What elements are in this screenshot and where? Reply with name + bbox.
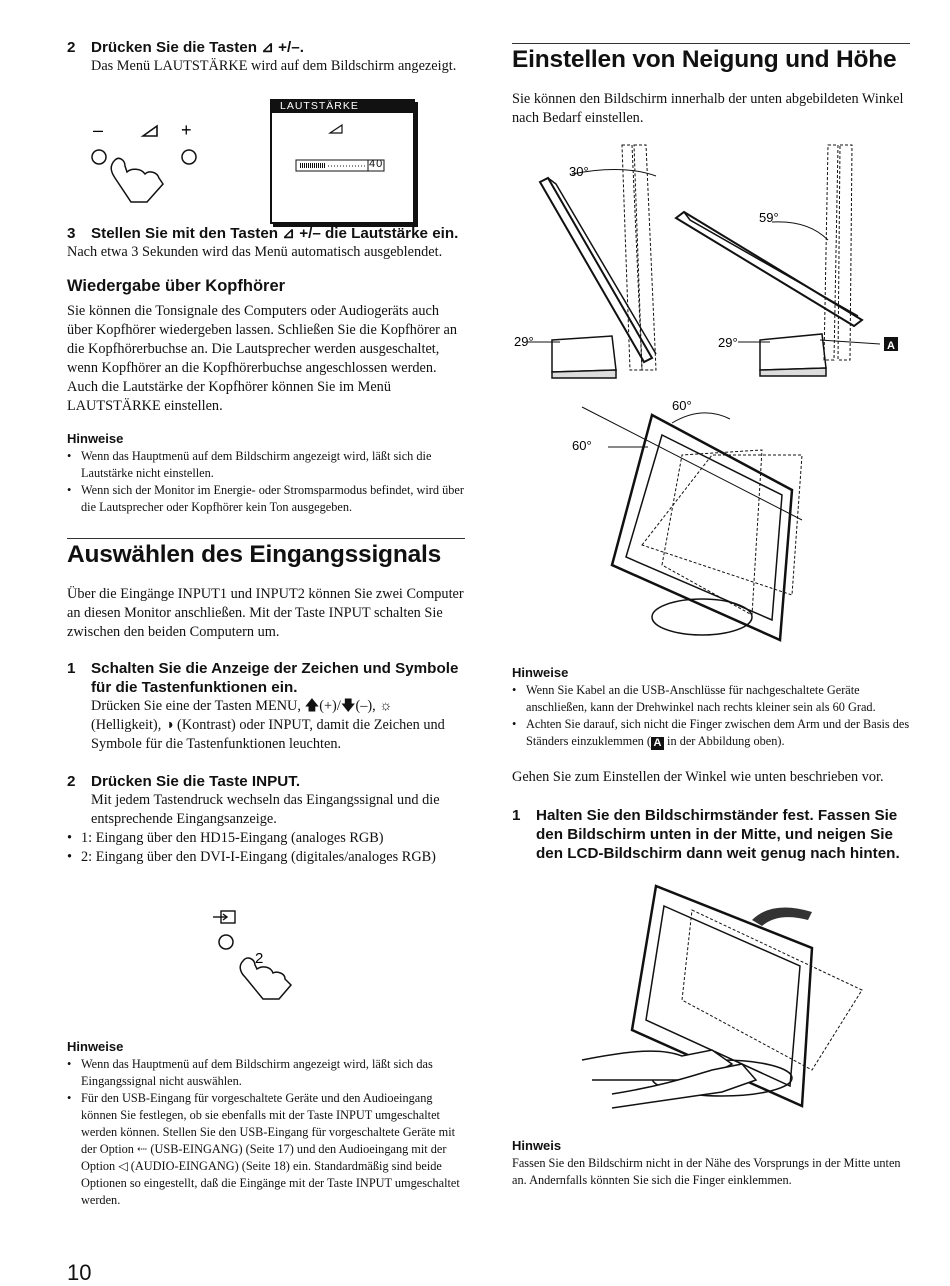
notes-heading: Hinweise <box>67 1039 124 1054</box>
hinweis-text: Fassen Sie den Bildschirm nicht in der N… <box>512 1156 901 1187</box>
input-section: Auswählen des Eingangssignals Über die E… <box>67 541 465 642</box>
section-heading: Auswählen des Eingangssignals <box>67 541 442 568</box>
input-button-illustration: 2 <box>213 910 293 1000</box>
volume-icon <box>328 123 343 134</box>
volume-buttons-illustration: – + <box>91 120 197 203</box>
osd-volume-menu: LAUTSTÄRKE 40 <box>270 99 415 224</box>
section-divider <box>67 538 465 539</box>
input-option: 1: Eingang über den HD15-Eingang (analog… <box>67 829 465 848</box>
notes-volume: Hinweise Wenn das Hauptmenü auf dem Bild… <box>67 431 465 516</box>
marker-a <box>884 337 898 351</box>
step-number: 2 <box>67 39 76 56</box>
note-item: Achten Sie darauf, sich nicht die Finger… <box>512 716 910 750</box>
notes-tilt: Hinweise Wenn Sie Kabel an die USB-Ansch… <box>512 665 910 750</box>
input-icon <box>213 910 236 924</box>
down-arrow-icon: 🡇 <box>340 698 356 714</box>
section-heading: Einstellen von Neigung und Höhe <box>512 46 897 73</box>
page-number: 10 <box>67 1260 92 1285</box>
volume-bar-fill <box>300 163 326 168</box>
swivel-angle-label: 60° <box>672 398 692 413</box>
tilt-angle-label: 30° <box>569 164 589 179</box>
marker-a-label: A <box>887 340 895 352</box>
step-volume-press: 2 Drücken Sie die Tasten ⊿ +/–. Das Menü… <box>67 38 465 76</box>
marker-a: A <box>650 737 664 750</box>
input-option: 2: Eingang über den DVI-I-Eingang (digit… <box>67 848 465 867</box>
step-title: Drücken Sie die Tasten ⊿ +/–. <box>91 39 304 56</box>
note-item: Wenn Sie Kabel an die USB-Anschlüsse für… <box>512 682 910 716</box>
step-text: Drücken Sie eine der Tasten MENU, 🡅(+)/🡇… <box>91 698 445 752</box>
step-number: 1 <box>67 660 76 677</box>
swivel-angle-label: 60° <box>572 438 592 453</box>
step-title: Schalten Sie die Anzeige der Zeichen und… <box>91 660 459 696</box>
swivel-angle-figure: 60° 60° <box>572 398 803 642</box>
step-text: Das Menü LAUTSTÄRKE wird auf dem Bildsch… <box>91 58 457 74</box>
section-heading: Wiedergabe über Kopfhörer <box>67 277 286 295</box>
tilt-angle-label: 59° <box>759 210 779 225</box>
volume-value: 40 <box>369 158 384 170</box>
input-button <box>218 934 234 950</box>
step-number: 1 <box>512 807 521 824</box>
tilt-hands-figure <box>581 884 863 1109</box>
step-volume-adjust: 3 Stellen Sie mit den Tasten ⊿ +/– die L… <box>67 224 465 262</box>
notes-heading: Hinweis <box>512 1138 562 1153</box>
plus-label: + <box>181 120 192 140</box>
up-arrow-icon: 🡅 <box>304 698 320 714</box>
minus-label: – <box>93 120 103 140</box>
osd-title: LAUTSTÄRKE <box>272 99 413 113</box>
volume-icon <box>140 124 158 137</box>
osd-content <box>295 123 385 172</box>
hand-pointer-icon <box>110 157 164 203</box>
notes-heading: Hinweise <box>67 431 124 446</box>
step-number: 3 <box>67 225 76 242</box>
note-item: Wenn das Hauptmenü auf dem Bildschirm an… <box>67 448 465 482</box>
section-intro: Sie können den Bildschirm innerhalb der … <box>512 91 904 126</box>
section-divider <box>512 43 910 44</box>
base-angle-label: 29° <box>514 334 534 349</box>
step-title: Drücken Sie die Taste INPUT. <box>91 773 301 790</box>
note-item: Wenn das Hauptmenü auf dem Bildschirm an… <box>67 1056 465 1090</box>
tilt-angle-figure: 30° 59° 29° 29° A <box>514 144 898 379</box>
hinweis-fingers: Hinweis Fassen Sie den Bildschirm nicht … <box>512 1138 910 1189</box>
notes-heading: Hinweise <box>512 665 569 680</box>
note-item: Wenn sich der Monitor im Energie- oder S… <box>67 482 465 516</box>
step-number: 2 <box>67 773 76 790</box>
notes-input: Hinweise Wenn das Hauptmenü auf dem Bild… <box>67 1039 465 1209</box>
plus-button <box>181 149 197 165</box>
tilt-arrow-icon <box>752 907 812 926</box>
section-text: Sie können die Tonsignale des Computers … <box>67 303 457 414</box>
instruction-text: Gehen Sie zum Einstellen der Winkel wie … <box>512 769 884 785</box>
input-step-2: 2 Drücken Sie die Taste INPUT. Mit jedem… <box>67 772 465 867</box>
step-title: Halten Sie den Bildschirmständer fest. F… <box>536 807 900 862</box>
section-intro: Über die Eingänge INPUT1 und INPUT2 könn… <box>67 586 464 640</box>
tilt-step-1: 1 Halten Sie den Bildschirmständer fest.… <box>512 806 910 863</box>
hand-pointer-icon <box>239 957 293 1000</box>
input-step-1: 1 Schalten Sie die Anzeige der Zeichen u… <box>67 659 465 754</box>
step-title: Stellen Sie mit den Tasten ⊿ +/– die Lau… <box>91 225 459 242</box>
step-text: Mit jedem Tastendruck wechseln das Einga… <box>91 792 440 827</box>
note-item: Für den USB-Eingang für vorgeschaltete G… <box>67 1090 465 1209</box>
step-text: Nach etwa 3 Sekunden wird das Menü autom… <box>67 244 443 260</box>
headphone-section: Wiedergabe über Kopfhörer Sie können die… <box>67 277 465 416</box>
minus-button <box>91 149 107 165</box>
base-angle-label: 29° <box>718 335 738 350</box>
finger-label: 2 <box>255 950 263 967</box>
tilt-section: Einstellen von Neigung und Höhe Sie könn… <box>512 46 910 128</box>
